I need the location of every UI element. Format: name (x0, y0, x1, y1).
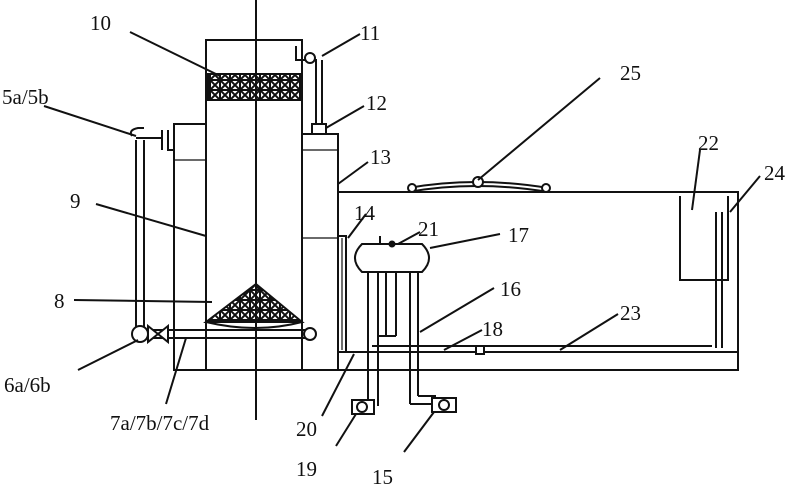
separation-drum (354, 236, 430, 406)
label-13: 13 (370, 145, 391, 169)
label-17: 17 (508, 223, 529, 247)
bottom-feed (131, 323, 317, 345)
label-11: 11 (360, 21, 380, 45)
outlet-pipe (409, 272, 436, 405)
label-7: 7a/7b/7c/7d (110, 411, 210, 435)
label-8: 8 (54, 289, 65, 313)
label-21: 21 (418, 217, 439, 241)
tank-lid (407, 176, 551, 193)
label-9: 9 (70, 189, 81, 213)
label-23: 23 (620, 301, 641, 325)
pump-15 (431, 397, 457, 413)
side-pipe (129, 127, 174, 336)
valve-18 (475, 345, 485, 355)
overflow-chamber (679, 196, 729, 348)
label-18: 18 (482, 317, 503, 341)
label-25: 25 (620, 61, 641, 85)
pump-19 (351, 399, 375, 415)
label-10: 10 (90, 11, 111, 35)
label-22: 22 (698, 131, 719, 155)
label-6a6b: 6a/6b (4, 373, 51, 397)
exhaust-pipe (295, 46, 327, 135)
central-column (205, 0, 303, 420)
filter-mesh (206, 73, 302, 101)
label-15: 15 (372, 465, 393, 488)
cone-distributor (203, 282, 305, 329)
label-5a5b: 5a/5b (2, 85, 49, 109)
label-16: 16 (500, 277, 521, 301)
heat-coil (337, 235, 347, 353)
label-19: 19 (296, 457, 317, 481)
label-24: 24 (764, 161, 786, 185)
outer-jacket-left (173, 123, 207, 371)
label-14: 14 (354, 201, 376, 225)
part-labels: 10 11 5a/5b 12 25 13 22 24 9 14 21 17 16… (2, 11, 786, 488)
label-12: 12 (366, 91, 387, 115)
label-20: 20 (296, 417, 317, 441)
leader-lines (43, 31, 761, 453)
settling-tank (338, 191, 739, 371)
